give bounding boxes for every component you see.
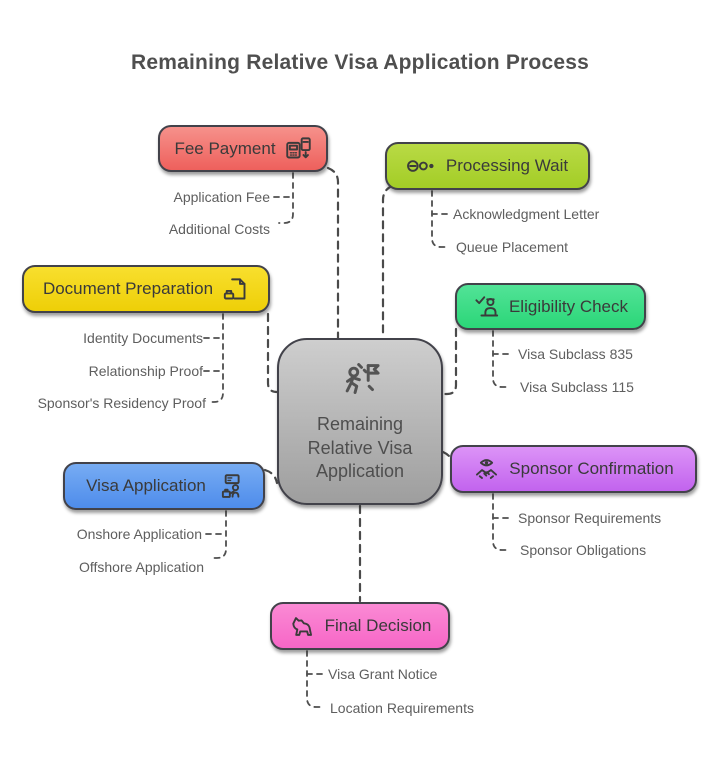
topic-node-document-preparation: Document Preparation — [22, 265, 270, 313]
topic-node-processing-wait: Processing Wait — [385, 142, 590, 190]
leaf-visa-subclass-835: Visa Subclass 835 — [518, 346, 633, 362]
leaf-visa-subclass-115: Visa Subclass 115 — [520, 379, 634, 395]
branch-eligibility-check — [440, 327, 458, 396]
leaf-additional-costs: Additional Costs — [168, 221, 270, 237]
supervision-handshake-icon — [473, 456, 500, 483]
twig-document-spine — [208, 313, 224, 403]
traveler-id-icon — [215, 473, 242, 500]
branch-document-preparation — [266, 312, 281, 394]
leaf-offshore-application: Offshore Application — [78, 559, 204, 575]
topic-label: Visa Application — [86, 476, 206, 495]
central-node: Remaining Relative Visa Application — [277, 338, 443, 505]
goal-runner-flag-icon — [337, 359, 383, 405]
twig-final-spine — [306, 650, 322, 708]
dog-icon — [289, 613, 316, 640]
leaf-relationship-proof: Relationship Proof — [88, 363, 203, 379]
branch-visa-application — [263, 468, 279, 485]
topic-node-fee-payment: Fee Payment — [158, 125, 328, 172]
topic-label: Fee Payment — [174, 138, 276, 158]
leaf-location-requirements: Location Requirements — [330, 700, 474, 716]
branch-fee-payment — [326, 166, 340, 340]
leaf-onshore-application: Onshore Application — [76, 526, 202, 542]
topic-label: Processing Wait — [445, 156, 569, 175]
leaf-identity-documents: Identity Documents — [83, 330, 203, 346]
leaf-sponsors-residency-proof: Sponsor's Residency Proof — [37, 395, 206, 411]
central-node-label: Remaining Relative Visa Application — [307, 413, 413, 482]
document-scan-icon — [222, 276, 249, 303]
leaf-sponsor-requirements: Sponsor Requirements — [518, 510, 662, 526]
twig-eligibility-spine — [492, 330, 508, 388]
diagram-title: Remaining Relative Visa Application Proc… — [131, 51, 589, 74]
leaf-visa-grant-notice: Visa Grant Notice — [328, 666, 438, 682]
topic-label: Sponsor Confirmation — [509, 459, 674, 478]
twig-visa-spine — [211, 510, 227, 559]
topic-node-eligibility-check: Eligibility Check — [455, 283, 646, 330]
leaf-queue-placement: Queue Placement — [456, 239, 569, 255]
leaf-sponsor-obligations: Sponsor Obligations — [520, 542, 647, 558]
topic-label: Final Decision — [324, 616, 432, 635]
card-payment-terminal-icon — [285, 135, 312, 162]
twig-fee-spine — [278, 172, 294, 224]
branch-processing-wait — [381, 184, 394, 340]
slow-motion-circles-icon — [406, 158, 437, 174]
topic-node-final-decision: Final Decision — [270, 602, 450, 650]
person-check-icon — [473, 293, 500, 320]
topic-label: Eligibility Check — [508, 296, 629, 316]
leaf-application-fee: Application Fee — [173, 189, 270, 205]
topic-node-visa-application: Visa Application — [63, 462, 265, 510]
twig-sponsor-spine — [492, 493, 508, 551]
topic-label: Document Preparation — [42, 279, 214, 298]
leaf-acknowledgment-letter: Acknowledgment Letter — [453, 206, 600, 222]
twig-processing-spine — [431, 190, 447, 248]
topic-node-sponsor-confirmation: Sponsor Confirmation — [450, 445, 697, 493]
